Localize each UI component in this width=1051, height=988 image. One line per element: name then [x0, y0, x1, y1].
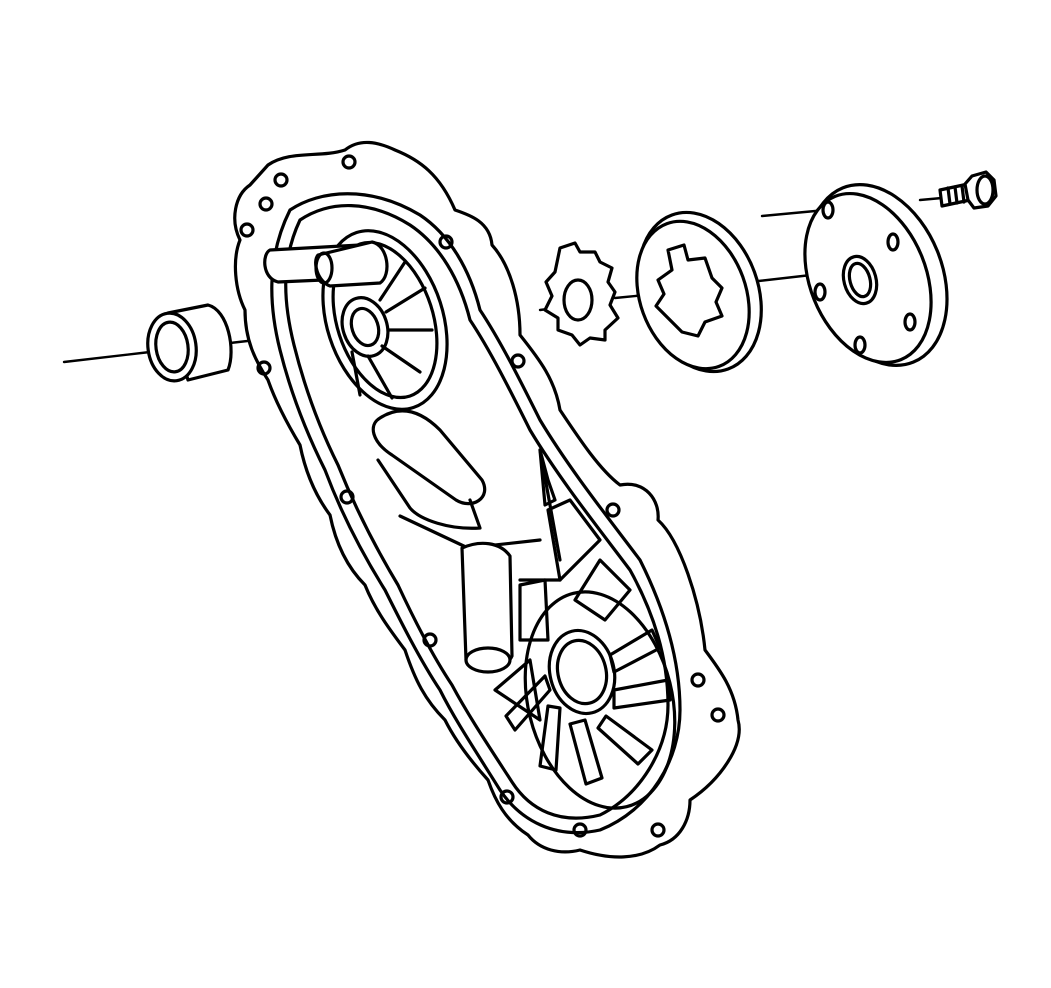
gear-body — [543, 241, 620, 347]
plate-center-hole-inner — [847, 261, 873, 299]
lower-bore-hub-hole — [555, 638, 609, 706]
oil-pump-gear — [543, 241, 620, 347]
plate-bolt-hole — [821, 200, 835, 220]
lower-bearing-bore — [504, 590, 677, 810]
bolt — [938, 170, 998, 210]
upper-bore-outer — [321, 229, 449, 411]
bushing-bore — [154, 320, 190, 374]
plate-to-bolt-line-right — [918, 196, 944, 202]
bolt-hole — [499, 789, 515, 805]
upper-shift-tube — [263, 240, 389, 288]
middle-tube-body — [371, 409, 487, 506]
housing-gasket-line — [284, 204, 670, 820]
bolt-hole — [339, 489, 355, 505]
plate-bolt-hole — [903, 312, 917, 332]
bushing — [146, 303, 233, 383]
plate-face — [803, 191, 933, 365]
truss-ribs — [493, 448, 632, 722]
bolt-hole — [239, 222, 255, 238]
plate-center-hole — [841, 254, 879, 306]
bolt-hole — [256, 360, 272, 376]
bushing-alignment-line — [62, 350, 152, 364]
flange-bolt-holes — [239, 154, 726, 838]
bolt-hole — [710, 707, 726, 723]
plate-bolt-hole — [813, 282, 827, 302]
lower-vertical-boss — [460, 541, 514, 674]
bolt-hole — [438, 234, 454, 250]
bolt-hole — [572, 822, 588, 838]
bolt-hole — [273, 172, 289, 188]
bolt-hole — [650, 822, 666, 838]
upper-bearing-bore — [321, 229, 449, 411]
bolt-hole — [341, 154, 357, 170]
bolt-hole — [690, 672, 706, 688]
plate-bolt-hole — [886, 232, 900, 252]
bolt-head — [963, 170, 998, 210]
plate-bolt-hole — [853, 335, 867, 355]
bolt-hole — [258, 196, 274, 212]
housing-inner-rim — [270, 192, 682, 835]
vertical-boss-end — [464, 646, 512, 674]
pump-rotor — [635, 210, 763, 374]
rotor-spline-hole — [654, 243, 724, 338]
bolt-head-face — [975, 174, 995, 206]
upper-bore-hub-hole — [349, 306, 381, 348]
upper-bore-spokes — [350, 260, 434, 400]
bolt-hole — [605, 502, 621, 518]
bolt-hole — [510, 353, 526, 369]
shift-tube-end — [314, 251, 334, 285]
middle-rib — [376, 458, 482, 530]
bolt-hole — [422, 632, 438, 648]
lower-bore-spokes — [504, 628, 672, 786]
housing-cover — [233, 140, 741, 859]
pump-cover-plate — [803, 183, 949, 367]
gear-center-hole — [562, 278, 594, 322]
